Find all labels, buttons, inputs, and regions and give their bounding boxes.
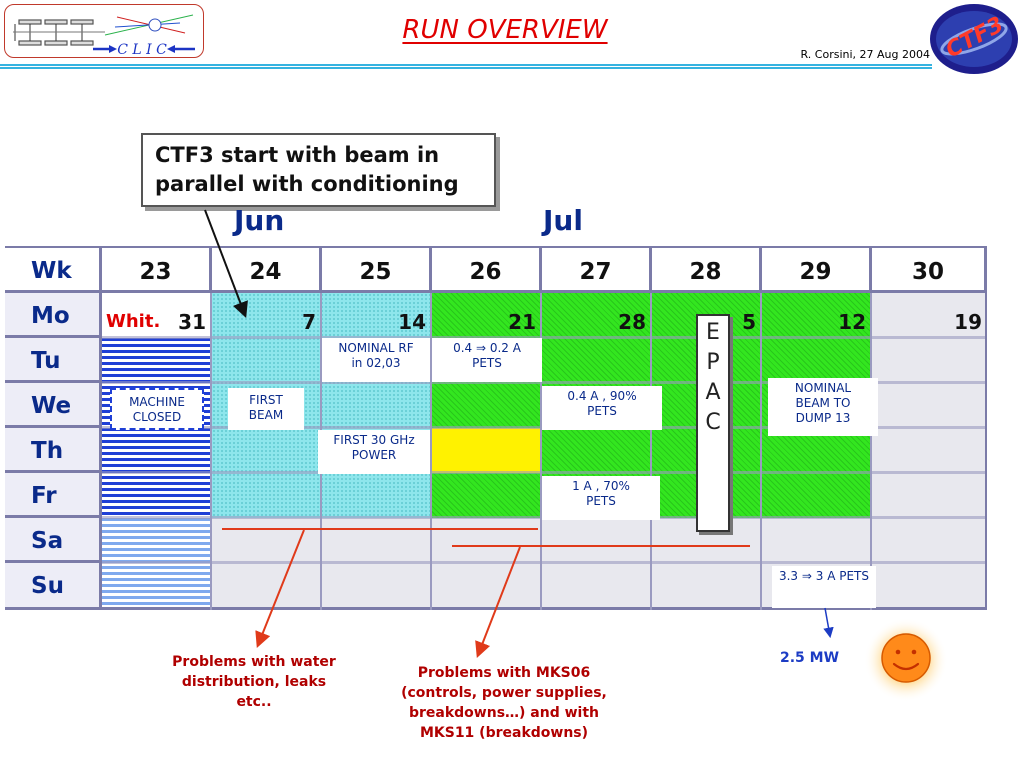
clic-accelerator-icon: C L I C — [13, 14, 195, 58]
ctf3-logo: CTF3 — [928, 2, 1020, 76]
water-arrow — [255, 529, 305, 648]
problem-water-text: Problems with water distribution, leaks … — [172, 654, 336, 710]
grid-v-0 — [99, 248, 102, 610]
grid-v-3 — [430, 293, 432, 610]
week-29: 29 — [762, 248, 872, 293]
epac-letter-c: C — [705, 410, 721, 435]
month-jun: Jun — [234, 204, 285, 237]
date-wk27: 28 — [618, 310, 646, 334]
page-title: RUN OVERVIEW — [402, 15, 608, 45]
header-rule — [0, 64, 932, 69]
date-wk28: 5 — [742, 310, 756, 334]
author-date: R. Corsini, 27 Aug 2004 — [800, 48, 930, 61]
callout-line-2: parallel with conditioning — [155, 172, 459, 196]
week30-block — [872, 293, 987, 518]
row-header-wk: Wk — [5, 248, 102, 293]
grid-top — [5, 246, 987, 248]
week-24: 24 — [212, 248, 322, 293]
problem-mks-text: Problems with MKS06 (controls, power sup… — [401, 665, 607, 741]
week-25: 25 — [322, 248, 432, 293]
highlight-30ghz — [432, 428, 542, 473]
date-wk29: 12 — [838, 310, 866, 334]
note-pets-1-70: 1 A , 70% PETS — [542, 476, 660, 520]
epac-letter-e: E — [706, 320, 720, 345]
date-wk23: 31 — [178, 310, 206, 334]
problem-line-mks — [452, 545, 750, 547]
date-wk26: 21 — [508, 310, 536, 334]
grid-v-5 — [650, 293, 652, 610]
grid-h-6 — [102, 561, 987, 564]
callout-box: CTF3 start with beam in parallel with co… — [141, 133, 496, 207]
grid-v-7 — [870, 293, 872, 610]
month-jul: Jul — [543, 204, 583, 237]
note-machine-closed: MACHINE CLOSED — [110, 388, 204, 430]
date-wk30: 19 — [954, 310, 982, 334]
note-pets-04-90: 0.4 A , 90% PETS — [542, 386, 662, 430]
grid-v-4 — [540, 293, 542, 610]
note-pets-33-3: 3.3 ⇒ 3 A PETS — [772, 566, 876, 608]
row-header-sa: Sa — [5, 518, 102, 563]
mks-arrow — [475, 546, 521, 658]
callout-line-1: CTF3 start with beam in — [155, 143, 440, 167]
note-pets-04-02: 0.4 ⇒ 0.2 A PETS — [432, 338, 542, 382]
row-header-tu: Tu — [5, 338, 102, 383]
week-30: 30 — [872, 248, 987, 293]
grid-h-4 — [102, 471, 987, 474]
week-23: 23 — [102, 248, 212, 293]
power-arrow — [823, 607, 834, 639]
clic-logo: C L I C — [4, 4, 204, 58]
week23-weekend-stripes — [102, 518, 212, 610]
note-first-30ghz: FIRST 30 GHz POWER — [318, 430, 430, 474]
smiley-icon — [864, 618, 948, 702]
date-wk25: 14 — [398, 310, 426, 334]
row-header-we: We — [5, 383, 102, 428]
row-header-th: Th — [5, 428, 102, 473]
week-28: 28 — [652, 248, 762, 293]
note-nominal-beam: NOMINAL BEAM TO DUMP 13 — [768, 378, 878, 436]
clic-logo-text: C L I C — [117, 42, 167, 56]
row-header-mo: Mo — [5, 293, 102, 338]
week23-mon-cell — [102, 293, 212, 338]
callout-arrow — [204, 209, 248, 318]
grid-v-8 — [985, 248, 987, 610]
grid-v-1 — [210, 293, 212, 610]
row-header-fr: Fr — [5, 473, 102, 518]
grid-h-1 — [102, 336, 987, 339]
power-label: 2.5 MW — [780, 650, 840, 666]
epac-bar: E P A C — [696, 314, 730, 532]
epac-letter-a: A — [705, 380, 721, 405]
grid-v-6 — [760, 293, 762, 610]
note-nominal-rf: NOMINAL RF in 02,03 — [322, 338, 430, 382]
week-26: 26 — [432, 248, 542, 293]
date-wk24: 7 — [302, 310, 316, 334]
epac-letter-p: P — [706, 350, 720, 375]
grid-h-2 — [102, 381, 987, 384]
problem-line-water — [222, 528, 538, 530]
holiday-label: Whit. — [106, 311, 161, 332]
week-27: 27 — [542, 248, 652, 293]
note-first-beam: FIRST BEAM — [228, 388, 304, 430]
